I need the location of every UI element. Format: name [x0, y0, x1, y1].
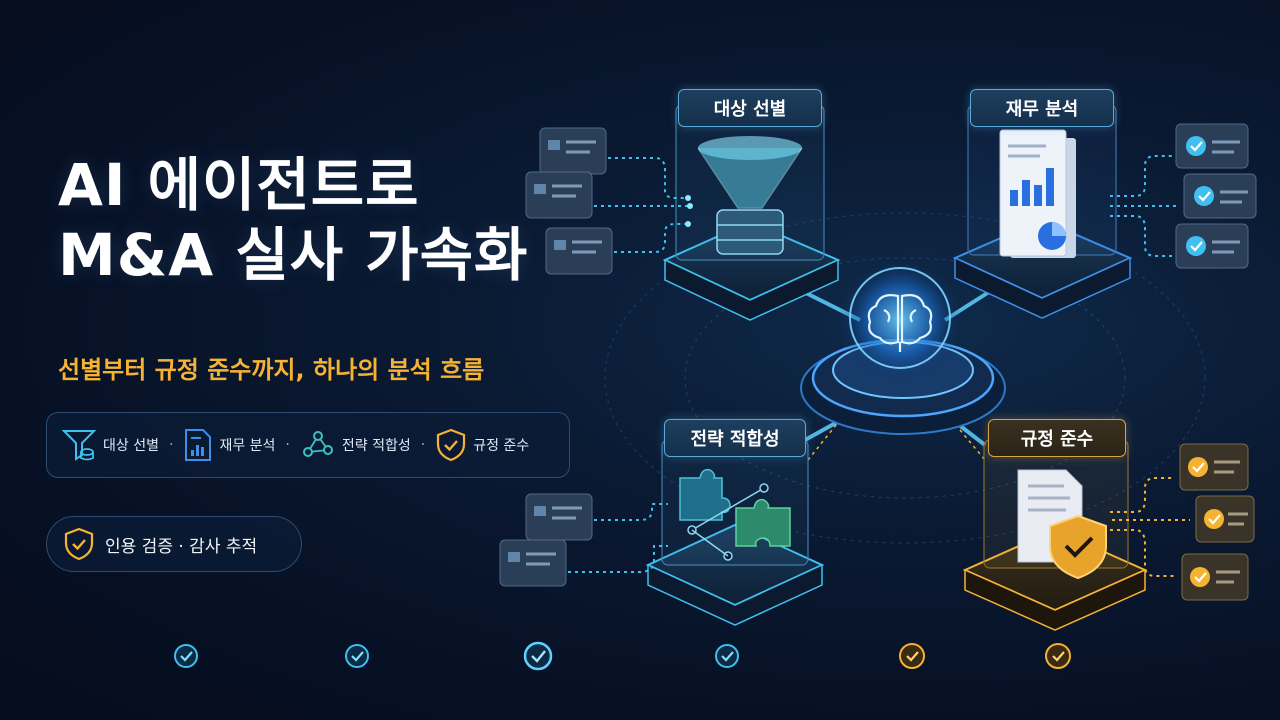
financial-report-icon [999, 129, 1076, 258]
step-compliance: 규정 준수 [435, 428, 529, 462]
shield-check-icon [64, 527, 94, 561]
timeline-check-icon [715, 644, 739, 668]
node-strategic-fit [645, 439, 825, 626]
step-label: 재무 분석 [219, 438, 276, 454]
node-label-target-screening: 대상 선별 [678, 89, 822, 127]
step-label: 전략 적합성 [341, 438, 411, 454]
node-label-financial-analysis: 재무 분석 [970, 89, 1114, 127]
separator: · [168, 437, 174, 453]
document-card [525, 171, 593, 219]
document-shield-icon [1017, 469, 1107, 580]
separator: · [285, 437, 290, 453]
orbit-rings [604, 212, 1206, 544]
network-nodes-icon [302, 431, 333, 457]
timeline-check-icon [345, 644, 369, 668]
timeline-check-icon [523, 641, 553, 671]
node-compliance [962, 439, 1148, 631]
input-document-cards [499, 127, 693, 587]
output-check-cards-blue [1110, 123, 1257, 269]
step-label: 규정 준수 [473, 438, 530, 454]
node-financial-analysis [952, 104, 1133, 319]
check-card [1179, 443, 1249, 491]
timeline-check-icon [899, 643, 925, 669]
center-ai-hub [800, 258, 1006, 435]
document-card [499, 539, 567, 587]
citation-audit-badge: 인용 검증 · 감사 추적 [46, 516, 302, 572]
step-target-screening: 대상 선별 [61, 428, 159, 462]
brain-icon [867, 294, 933, 352]
page-title: AI 에이전트로 M&A 실사 가속화 [58, 151, 529, 289]
node-label-compliance: 규정 준수 [988, 419, 1126, 457]
page-subtitle: 선별부터 규정 준수까지, 하나의 분석 흐름 [58, 356, 485, 384]
separator: · [420, 437, 426, 453]
check-card [1175, 223, 1249, 269]
funnel-icon [61, 430, 97, 461]
puzzle-icon [679, 468, 791, 561]
document-card [539, 127, 607, 175]
document-card [525, 493, 593, 541]
steps-summary-bar: 대상 선별 · 재무 분석 · 전략 적합성 · 규정 준수 [46, 412, 570, 478]
shield-check-icon [437, 428, 466, 462]
check-card [1195, 495, 1255, 543]
timeline-check-icon [1045, 643, 1071, 669]
check-card [1175, 123, 1249, 169]
check-card [1181, 553, 1249, 601]
check-card [1183, 173, 1257, 219]
node-label-strategic-fit: 전략 적합성 [664, 419, 806, 457]
step-label: 대상 선별 [103, 438, 159, 454]
report-chart-icon [185, 429, 212, 461]
timeline-check-icon [174, 644, 198, 668]
node-target-screening [662, 104, 841, 321]
output-check-cards-gold [1110, 443, 1255, 601]
funnel-database-icon [697, 136, 803, 255]
progress-timeline [0, 641, 1280, 671]
step-strategic-fit: 전략 적합성 [300, 428, 411, 462]
document-card [545, 227, 613, 275]
step-financial-analysis: 재무 분석 [183, 428, 275, 462]
badge-label: 인용 검증 · 감사 추적 [105, 536, 258, 557]
